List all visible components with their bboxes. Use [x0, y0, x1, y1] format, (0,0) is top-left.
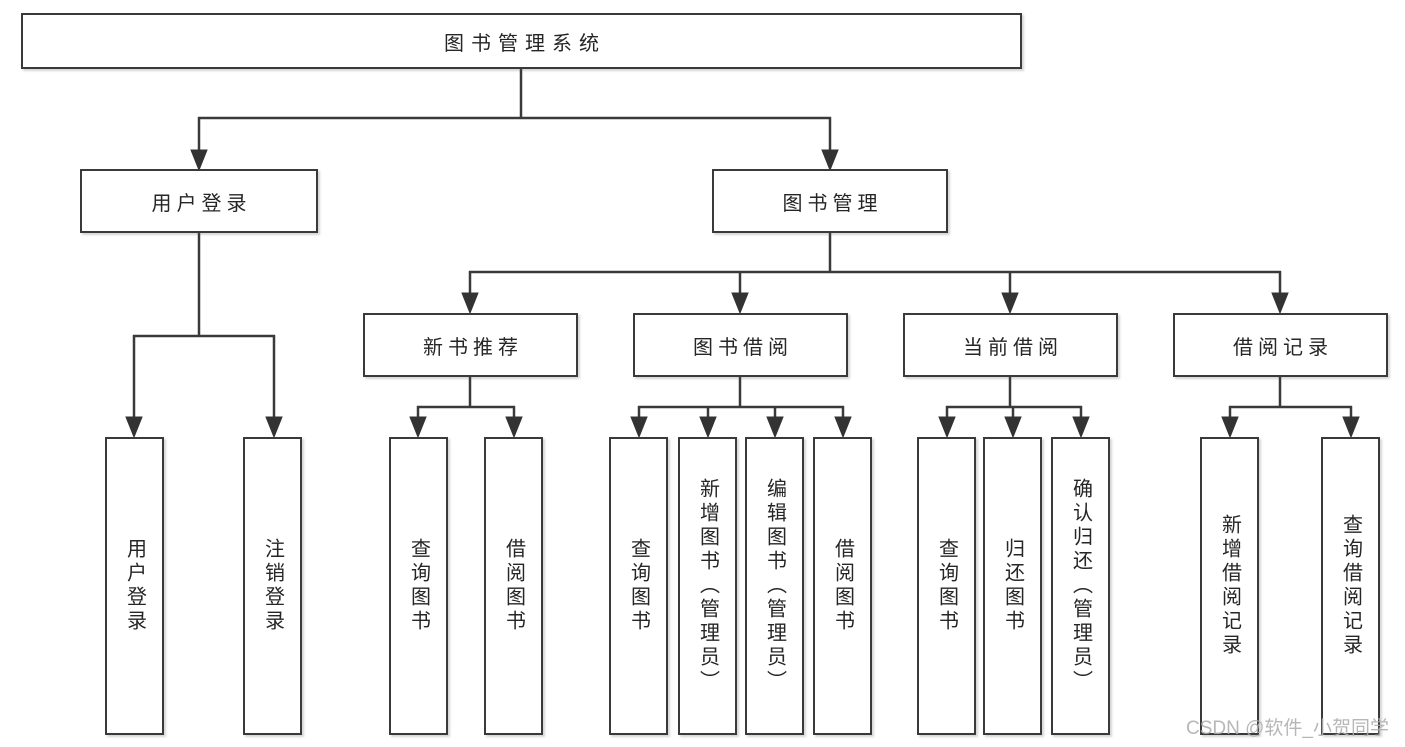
leaf-borrow-books: 借阅图书	[813, 437, 872, 735]
leaf-label: 借阅图书	[502, 538, 525, 634]
leaf-label: 归还图书	[1001, 538, 1024, 634]
node-label: 借阅记录	[1233, 336, 1333, 359]
leaf-query-borrow-record: 查询借阅记录	[1321, 437, 1380, 735]
leaf-label: 注销登录	[261, 538, 284, 634]
node-user-login: 用户登录	[80, 169, 318, 233]
leaf-add-borrow-record: 新增借阅记录	[1200, 437, 1259, 735]
node-label: 新书推荐	[423, 336, 523, 359]
leaf-label: 用户登录	[123, 538, 146, 634]
leaf-query-books-borrowing: 查询图书	[609, 437, 668, 735]
leaf-label: 查询图书	[935, 538, 958, 634]
leaf-query-books-current: 查询图书	[917, 437, 976, 735]
node-library-management-system: 图书管理系统	[21, 13, 1022, 69]
node-label: 图书管理系统	[444, 32, 606, 55]
node-new-book-recommendation: 新书推荐	[363, 313, 578, 377]
leaf-label: 确认归还（管理员）	[1069, 478, 1092, 694]
leaf-borrow-books-recommend: 借阅图书	[484, 437, 543, 735]
leaf-label: 查询借阅记录	[1339, 514, 1362, 658]
csdn-watermark: CSDN @软件_小贺同学	[1186, 718, 1389, 739]
node-current-borrowing: 当前借阅	[903, 313, 1118, 377]
node-label: 用户登录	[151, 192, 252, 215]
leaf-user-login: 用户登录	[105, 437, 164, 735]
node-book-management: 图书管理	[712, 169, 948, 233]
leaf-label: 查询图书	[627, 538, 650, 634]
leaf-label: 新增借阅记录	[1218, 514, 1241, 658]
leaf-add-books-admin: 新增图书（管理员）	[678, 437, 737, 735]
leaf-label: 查询图书	[407, 538, 430, 634]
node-label: 图书管理	[782, 192, 883, 215]
leaf-confirm-return-admin: 确认归还（管理员）	[1051, 437, 1110, 735]
leaf-label: 借阅图书	[831, 538, 854, 634]
node-book-borrowing: 图书借阅	[633, 313, 848, 377]
node-label: 当前借阅	[963, 336, 1063, 359]
leaf-logout: 注销登录	[243, 437, 302, 735]
leaf-return-books: 归还图书	[983, 437, 1042, 735]
leaf-edit-books-admin: 编辑图书（管理员）	[745, 437, 804, 735]
leaf-label: 编辑图书（管理员）	[763, 478, 786, 694]
node-label: 图书借阅	[693, 336, 793, 359]
leaf-query-books-recommend: 查询图书	[389, 437, 448, 735]
node-borrowing-records: 借阅记录	[1173, 313, 1388, 377]
leaf-label: 新增图书（管理员）	[696, 478, 719, 694]
